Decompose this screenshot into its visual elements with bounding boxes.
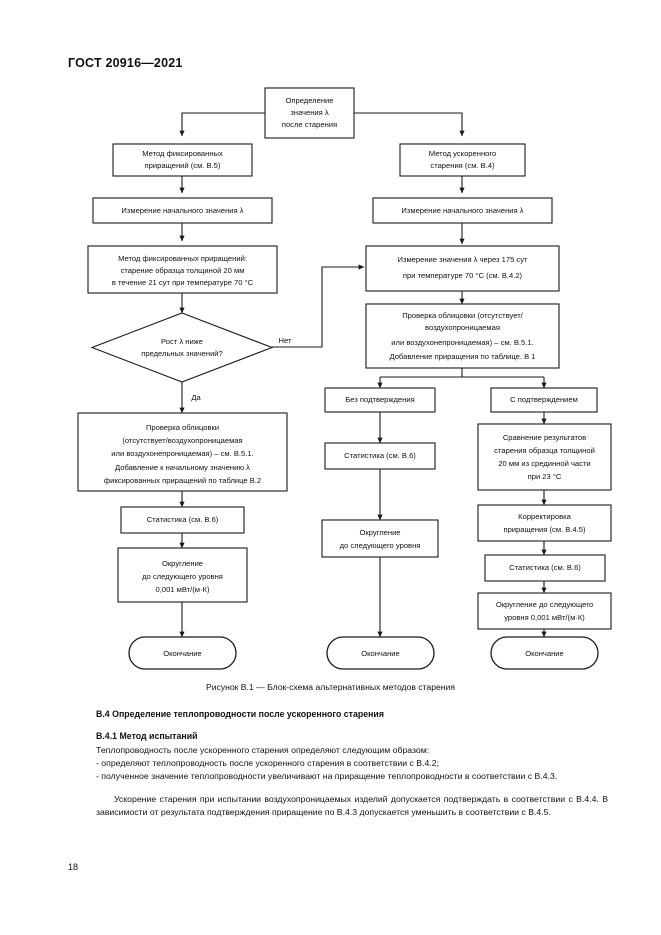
paragraph-1: Теплопроводность после ускоренного старе… bbox=[96, 745, 430, 755]
body-text: В.4 Определение теплопроводности после у… bbox=[96, 708, 608, 819]
node-right-measure-label: Измерение начального значения λ bbox=[401, 206, 523, 215]
node-mid-round-line1: Округление bbox=[359, 528, 400, 537]
node-left-measure: Измерение начального значения λ bbox=[92, 197, 273, 224]
edge-decision-no bbox=[272, 264, 365, 348]
node-decision-line1: Рост λ ниже bbox=[161, 337, 203, 346]
node-decision-line2: предельных значений? bbox=[141, 349, 223, 358]
bullet-2: - полученное значение теплопроводности у… bbox=[96, 771, 558, 782]
node-right-check: Проверка облицовки (отсутствует/ воздухо… bbox=[365, 303, 560, 369]
node-start-line2: значения λ bbox=[290, 108, 329, 117]
node-with-confirmation-label: С подтверждением bbox=[510, 395, 578, 404]
node-left-stats: Статистика (см. В.6) bbox=[120, 506, 245, 534]
node-left-check-line4: Добавление к начальному значению λ bbox=[115, 463, 250, 472]
node-end-mid: Окончание bbox=[326, 636, 435, 670]
node-right-round-line2: уровня 0,001 мВт/(м·К) bbox=[504, 613, 585, 622]
node-compare: Сравнение результатов старения образца т… bbox=[477, 423, 612, 491]
node-end-mid-label: Окончание bbox=[361, 649, 400, 658]
node-left-round-line2: до следующего уровня bbox=[142, 572, 223, 581]
paragraph-2: Ускорение старения при испытании воздухо… bbox=[96, 793, 608, 817]
node-right-measure-175: Измерение значения λ через 175 сут при т… bbox=[365, 245, 560, 292]
node-left-method-line2: приращений (см. В.5) bbox=[145, 161, 221, 170]
edge-start-to-left-method bbox=[179, 112, 265, 137]
node-right-method-line2: старения (см. В.4) bbox=[430, 161, 495, 170]
node-right-check-line2: воздухопроницаемая bbox=[425, 323, 500, 332]
node-left-fixed: Метод фиксированных приращений: старение… bbox=[87, 245, 278, 294]
node-mid-stats: Статистика (см. В.6) bbox=[324, 442, 436, 470]
node-left-stats-label: Статистика (см. В.6) bbox=[147, 515, 219, 524]
node-right-check-line4: Добавление приращения по таблице. В 1 bbox=[389, 352, 535, 361]
edge-label-yes: Да bbox=[191, 393, 201, 402]
node-left-measure-label: Измерение начального значения λ bbox=[121, 206, 243, 215]
node-right-method: Метод ускоренного старения (см. В.4) bbox=[399, 143, 526, 177]
node-left-check-line1: Проверка облицовки bbox=[146, 423, 219, 432]
node-no-confirmation-label: Без подтверждения bbox=[345, 395, 414, 404]
node-left-check-line5: фиксированных приращений по таблице В.2 bbox=[104, 476, 261, 485]
node-compare-line3: 20 мм из срединной части bbox=[498, 459, 590, 468]
edge-label-no: Нет bbox=[279, 336, 292, 345]
node-right-method-line1: Метод ускоренного bbox=[429, 149, 496, 158]
node-start-line1: Определение bbox=[285, 96, 333, 105]
node-no-confirmation: Без подтверждения bbox=[324, 387, 436, 413]
node-left-round-line3: 0,001 мВт/(м·К) bbox=[156, 585, 210, 594]
node-mid-stats-label: Статистика (см. В.6) bbox=[344, 451, 416, 460]
flowchart-figure: Определение значения λ после старения Ме… bbox=[0, 80, 661, 680]
node-mid-round-line2: до следующего уровня bbox=[340, 541, 421, 550]
node-left-method-line1: Метод фиксированных bbox=[142, 149, 223, 158]
bullet-1: - определяют теплопроводность после уско… bbox=[96, 758, 440, 769]
node-175-line2: при температуре 70 °С (см. В.4.2) bbox=[403, 271, 523, 280]
document-header: ГОСТ 20916—2021 bbox=[68, 56, 183, 70]
node-end-right: Окончание bbox=[490, 636, 599, 670]
node-left-round-line1: Округление bbox=[162, 559, 203, 568]
node-end-right-label: Окончание bbox=[525, 649, 564, 658]
node-correction: Корректировка приращения (см. В.4.5) bbox=[477, 504, 612, 542]
node-end-left-label: Окончание bbox=[163, 649, 202, 658]
node-compare-line4: при 23 °С bbox=[528, 472, 562, 481]
heading-b41: В.4.1 Метод испытаний bbox=[96, 731, 198, 741]
node-mid-round: Округление до следующего уровня bbox=[321, 519, 439, 558]
node-right-check-line3: или воздухонепроницаемая) – см. В.5.1. bbox=[391, 338, 533, 347]
node-correction-line1: Корректировка bbox=[518, 512, 571, 521]
node-compare-line2: старения образца толщиной bbox=[494, 446, 595, 455]
node-right-check-line1: Проверка облицовки (отсутствует/ bbox=[402, 311, 523, 320]
page-number: 18 bbox=[68, 862, 79, 872]
node-right-round-line1: Округление до следующего bbox=[496, 600, 593, 609]
node-decision: Рост λ ниже предельных значений? bbox=[90, 312, 274, 383]
node-right-measure: Измерение начального значения λ bbox=[372, 197, 553, 224]
node-end-left: Окончание bbox=[128, 636, 237, 670]
figure-caption: Рисунок В.1 — Блок-схема альтернативных … bbox=[206, 682, 455, 692]
node-start-line3: после старения bbox=[282, 120, 337, 129]
node-start: Определение значения λ после старения bbox=[264, 87, 355, 139]
node-left-fixed-line3: в течение 21 сут при температуре 70 °С bbox=[112, 278, 254, 287]
edge-start-to-right-method bbox=[354, 112, 465, 137]
node-compare-line1: Сравнение результатов bbox=[503, 433, 586, 442]
node-left-check-line2: (отсутствует/воздухопроницаемая bbox=[122, 436, 242, 445]
flowchart-svg: Определение значения λ после старения Ме… bbox=[77, 87, 612, 670]
node-correction-line2: приращения (см. В.4.5) bbox=[503, 525, 586, 534]
node-left-method: Метод фиксированных приращений (см. В.5) bbox=[112, 143, 253, 177]
node-175-line1: Измерение значения λ через 175 сут bbox=[398, 255, 528, 264]
node-left-fixed-line2: старение образца толщиной 20 мм bbox=[121, 266, 245, 275]
heading-b4: В.4 Определение теплопроводности после у… bbox=[96, 709, 384, 719]
node-left-check: Проверка облицовки (отсутствует/воздухоп… bbox=[77, 412, 288, 492]
node-left-check-line3: или воздухонепроницаемая) – см. В.5.1. bbox=[111, 449, 253, 458]
node-right-stats-label: Статистика (см. В.6) bbox=[509, 563, 581, 572]
node-left-fixed-line1: Метод фиксированных приращений: bbox=[118, 254, 247, 263]
node-right-stats: Статистика (см. В.6) bbox=[484, 554, 606, 582]
node-right-round: Округление до следующего уровня 0,001 мВ… bbox=[477, 592, 612, 630]
node-with-confirmation: С подтверждением bbox=[490, 387, 598, 413]
node-left-round: Округление до следующего уровня 0,001 мВ… bbox=[117, 547, 248, 603]
